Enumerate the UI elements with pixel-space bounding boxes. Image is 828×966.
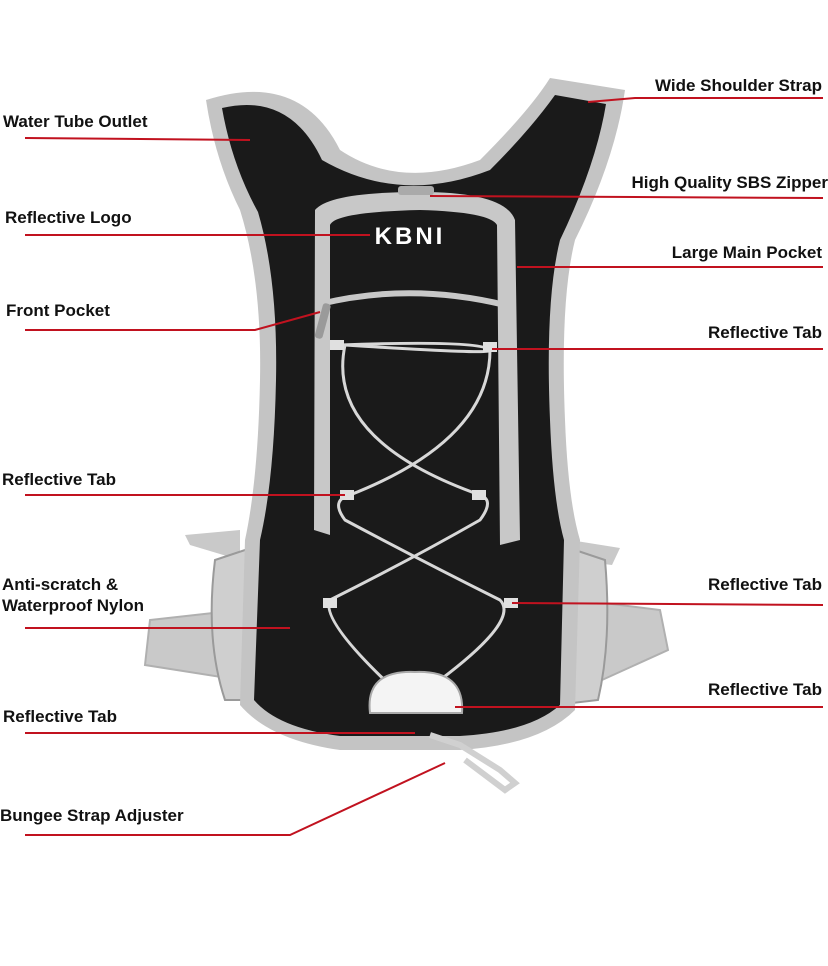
- zipper-pull-front: [314, 303, 331, 339]
- main-pocket-outline: [314, 192, 520, 545]
- label-waterproof-nylon: Waterproof Nylon: [2, 596, 144, 615]
- label-wide-shoulder-strap: Wide Shoulder Strap: [654, 76, 822, 95]
- label-high-quality-sbs-zipper: High Quality SBS Zipper: [631, 173, 828, 192]
- label-reflective-tab-right-2: Reflective Tab: [707, 575, 822, 594]
- label-reflective-tab-right-3: Reflective Tab: [707, 680, 822, 699]
- leader-water-tube-outlet: [24, 137, 251, 141]
- logo-text: KBNI: [375, 223, 446, 250]
- leader-front-pocket: [25, 311, 321, 331]
- leader-reflective-tab-right-2: [511, 602, 824, 606]
- leader-lines: [24, 97, 824, 836]
- label-anti-scratch: Anti-scratch &: [2, 575, 119, 594]
- reflective-bottom-tab: [368, 670, 464, 714]
- label-reflective-tab-left-1: Reflective Tab: [2, 470, 117, 489]
- leader-high-quality-sbs-zipper: [429, 195, 824, 199]
- label-front-pocket: Front Pocket: [6, 301, 110, 320]
- label-reflective-tab-right-1: Reflective Tab: [707, 323, 822, 342]
- reflective-tab-1: [330, 340, 344, 350]
- leader-bungee-strap-adjuster: [25, 762, 446, 836]
- reflective-tab-6: [504, 598, 518, 608]
- label-reflective-tab-left-2: Reflective Tab: [3, 707, 118, 726]
- reflective-tab-2: [483, 342, 497, 352]
- reflective-tab-3: [340, 490, 354, 500]
- reflective-tab-5: [323, 598, 337, 608]
- waist-strap-left: [185, 530, 240, 560]
- zipper-pull-top: [398, 186, 434, 195]
- label-bungee-strap-adjuster: Bungee Strap Adjuster: [0, 806, 184, 825]
- label-reflective-logo: Reflective Logo: [5, 208, 132, 227]
- label-water-tube-outlet: Water Tube Outlet: [3, 112, 148, 131]
- label-large-main-pocket: Large Main Pocket: [671, 243, 822, 262]
- reflective-tab-4: [472, 490, 486, 500]
- leader-wide-shoulder-strap: [587, 97, 823, 103]
- bungee-adjuster: [429, 732, 520, 794]
- front-pocket-zipper: [319, 290, 506, 308]
